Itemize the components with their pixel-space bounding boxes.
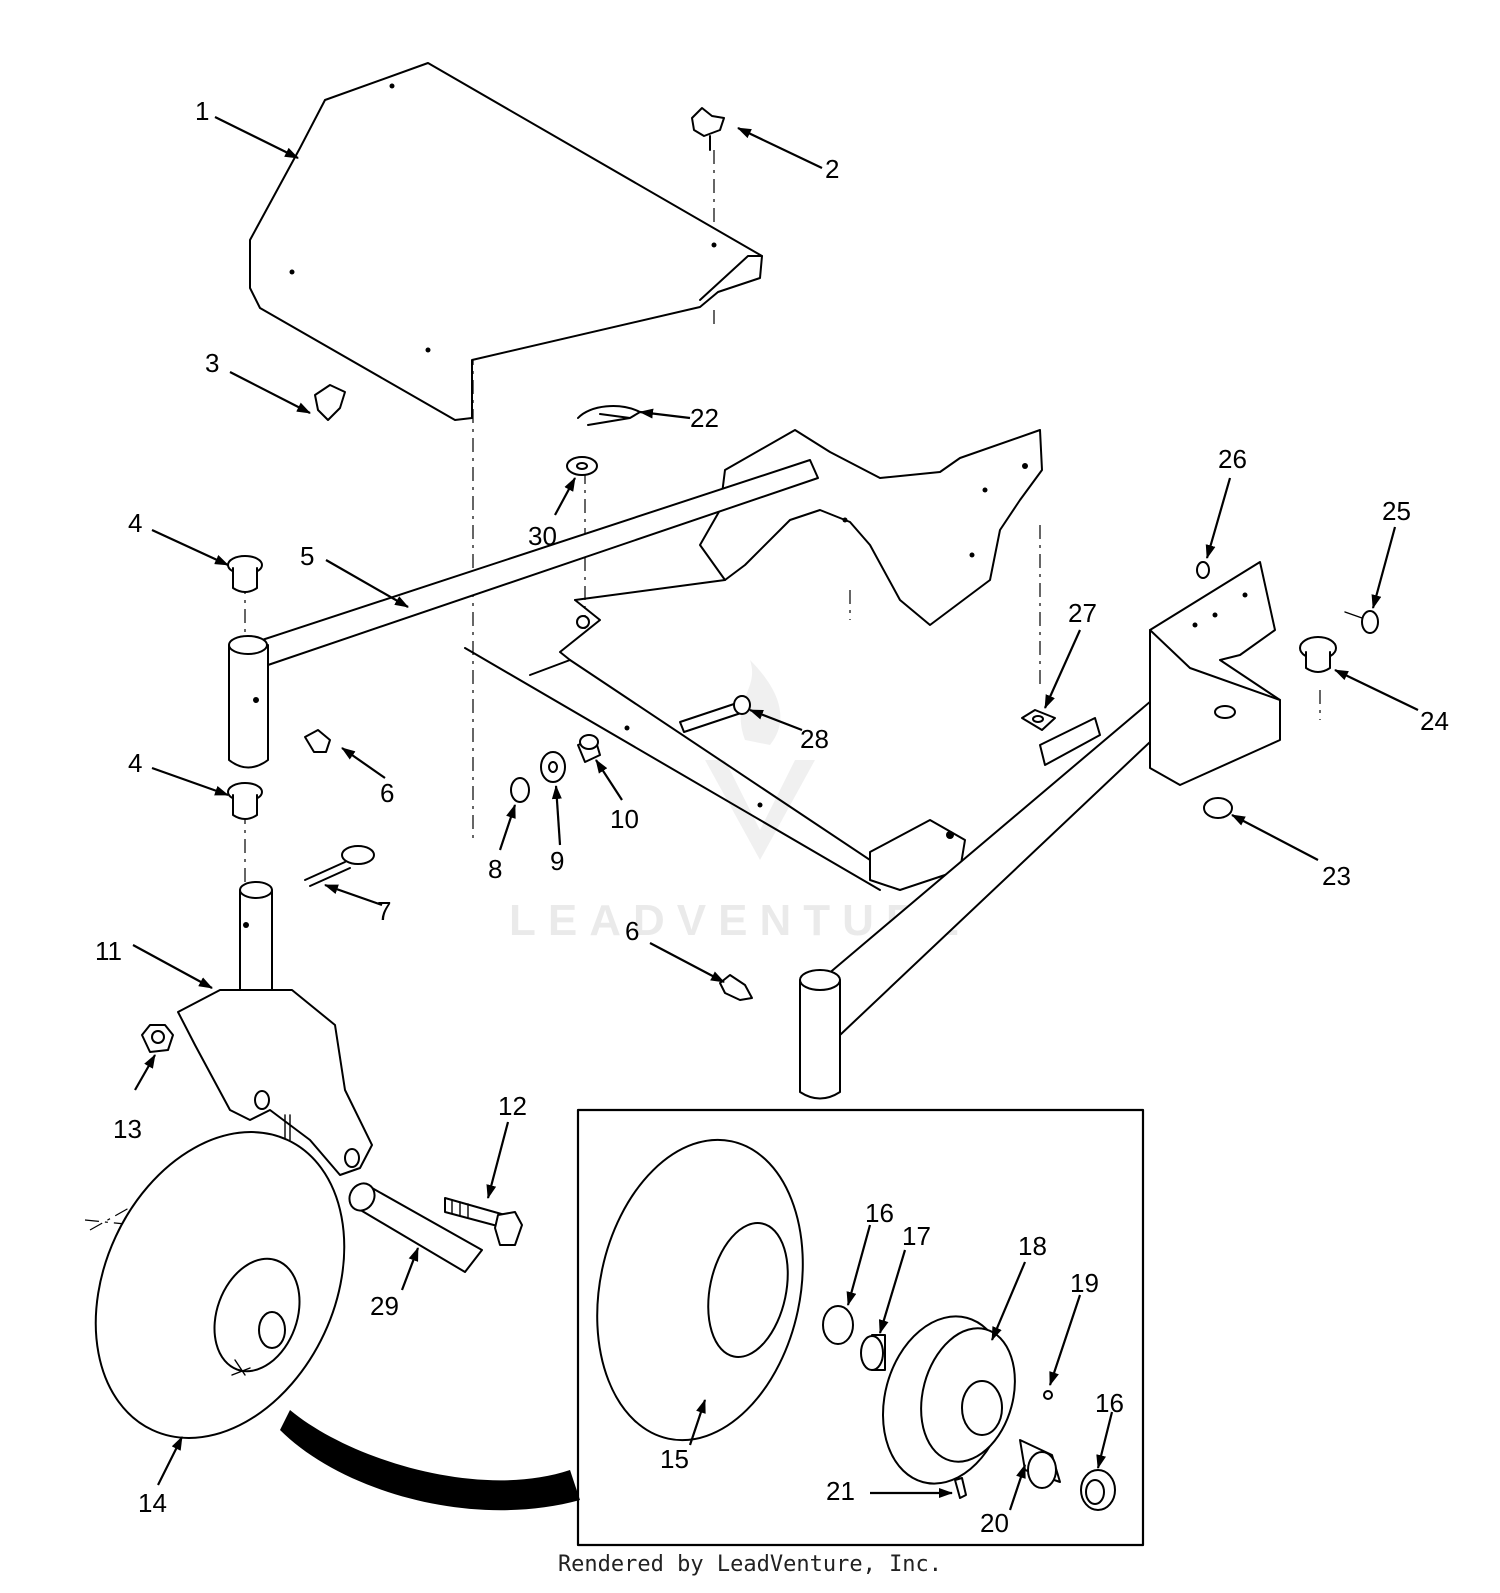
bushing-part-4-upper xyxy=(227,555,263,593)
callout-2: 2 xyxy=(825,154,839,184)
callout-28: 28 xyxy=(800,724,829,754)
footer-credit: Rendered by LeadVenture, Inc. xyxy=(557,1552,943,1577)
callout-arrows xyxy=(132,116,1419,1511)
washer-part-30 xyxy=(566,456,598,476)
callout-4-lower: 4 xyxy=(128,748,142,778)
grease-fitting-part-6-lower xyxy=(719,974,753,1001)
lock-washer-part-8 xyxy=(510,777,530,803)
hair-pin-part-22 xyxy=(577,405,641,426)
bushing-part-4-lower xyxy=(227,782,263,820)
bolt-part-28 xyxy=(679,695,751,733)
spacer-part-10 xyxy=(577,734,601,763)
callout-9: 9 xyxy=(550,846,564,876)
callout-11: 11 xyxy=(95,936,122,966)
callout-labels: 1 2 3 4 4 5 6 6 7 8 9 10 11 12 13 14 15 … xyxy=(95,96,1449,1538)
callout-30: 30 xyxy=(528,521,557,551)
callout-24: 24 xyxy=(1420,706,1449,736)
wheel-part-14 xyxy=(94,1131,580,1511)
axle-part-29 xyxy=(348,1182,483,1273)
flat-washer-part-9 xyxy=(540,751,566,783)
cage-nut-part-27 xyxy=(1021,709,1056,731)
callout-15: 15 xyxy=(660,1444,689,1474)
callout-22: 22 xyxy=(690,403,719,433)
callout-3: 3 xyxy=(205,348,219,378)
callout-8: 8 xyxy=(488,854,502,884)
callout-29: 29 xyxy=(370,1291,399,1321)
callout-13: 13 xyxy=(113,1114,142,1144)
knob-part-3 xyxy=(314,384,346,421)
callout-6-lower: 6 xyxy=(625,916,639,946)
caster-fork-part-11 xyxy=(177,881,373,1176)
callout-20: 20 xyxy=(980,1508,1009,1538)
frame-part-5 xyxy=(228,429,1281,1100)
callout-23: 23 xyxy=(1322,861,1351,891)
clip-part-26 xyxy=(1196,561,1210,579)
callout-4-upper: 4 xyxy=(128,508,142,538)
callout-7: 7 xyxy=(377,896,391,926)
callout-27: 27 xyxy=(1068,598,1097,628)
grease-fitting-part-6-upper xyxy=(304,729,331,753)
knob-part-2 xyxy=(691,107,725,151)
callout-26: 26 xyxy=(1218,444,1247,474)
detail-inset-box xyxy=(576,1108,1145,1547)
callout-25: 25 xyxy=(1382,496,1411,526)
callout-6-upper: 6 xyxy=(380,778,394,808)
bolt-part-12 xyxy=(444,1197,523,1246)
callout-12: 12 xyxy=(498,1091,527,1121)
callout-14: 14 xyxy=(138,1488,167,1518)
eye-bolt-part-7 xyxy=(304,845,375,887)
pin-part-25 xyxy=(1344,610,1379,634)
callout-18: 18 xyxy=(1018,1231,1047,1261)
callout-16-upper: 16 xyxy=(865,1198,894,1228)
callout-1: 1 xyxy=(195,96,209,126)
shield-part-1 xyxy=(249,62,763,421)
callout-19: 19 xyxy=(1070,1268,1099,1298)
callout-16-lower: 16 xyxy=(1095,1388,1124,1418)
callout-5: 5 xyxy=(300,541,314,571)
callout-10: 10 xyxy=(610,804,639,834)
nut-part-13 xyxy=(141,1024,174,1053)
callout-17: 17 xyxy=(902,1221,931,1251)
callout-21: 21 xyxy=(826,1476,855,1506)
bushing-part-24 xyxy=(1299,636,1337,673)
ring-part-23 xyxy=(1203,797,1233,819)
